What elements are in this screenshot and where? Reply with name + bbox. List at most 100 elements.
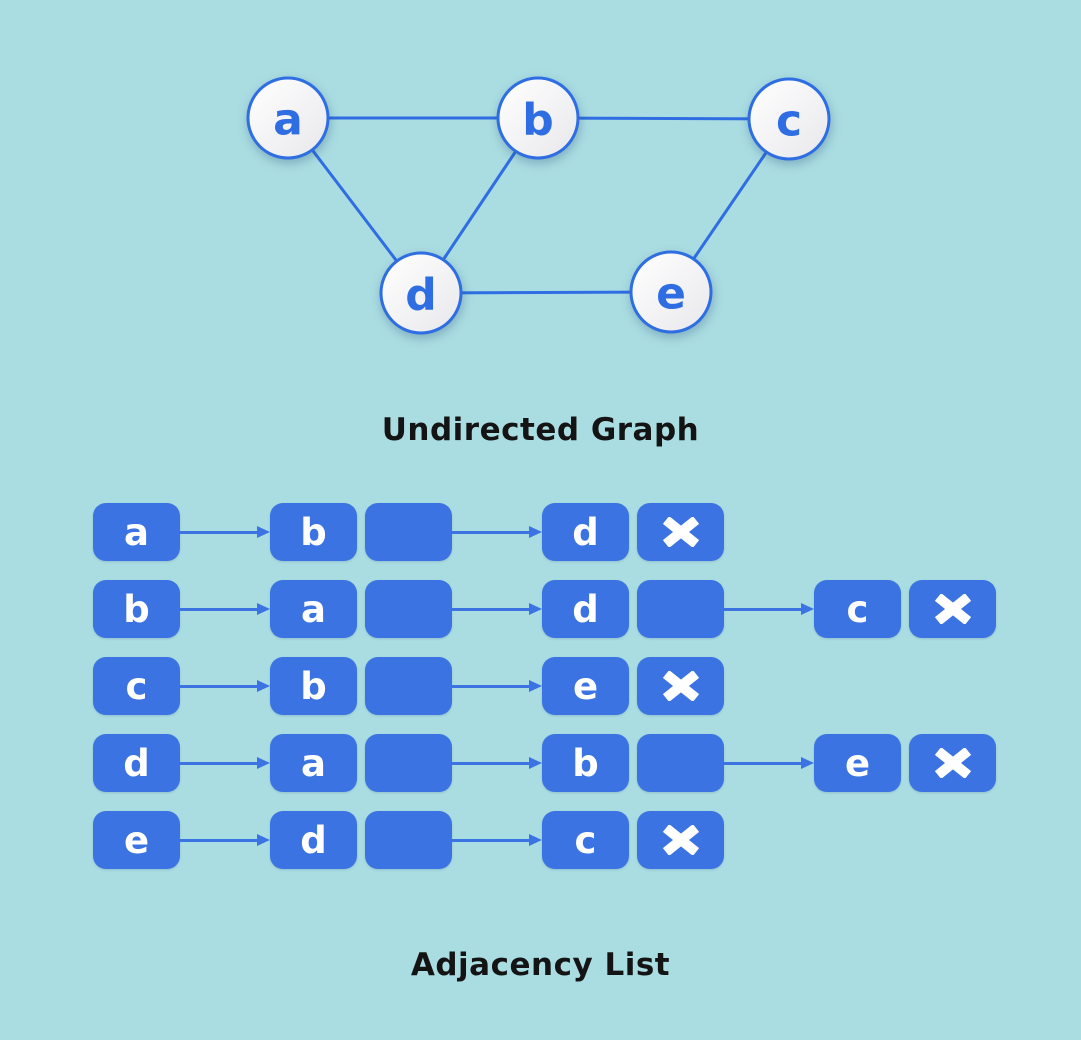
arrow-shaft <box>180 761 257 765</box>
list-node-value-box: d <box>542 503 629 561</box>
node-letter: c <box>846 587 869 631</box>
node-letter: b <box>572 741 599 785</box>
graph-node-circle <box>747 77 831 161</box>
arrow-head <box>529 603 542 615</box>
pointer-arrow-icon <box>724 603 814 615</box>
null-x-icon <box>662 825 699 855</box>
arrow-head <box>257 526 270 538</box>
graph-node-label: c <box>776 96 802 147</box>
graph-node-c: c <box>747 77 831 161</box>
arrow-shaft <box>452 684 529 688</box>
null-x-icon <box>934 594 971 624</box>
pointer-arrow-icon <box>724 757 814 769</box>
graph-node-label: a <box>273 95 303 146</box>
arrow-head <box>257 834 270 846</box>
list-node-pointer-box <box>637 580 724 638</box>
pointer-arrow-icon <box>452 526 542 538</box>
list-node-value-box: b <box>542 734 629 792</box>
arrow-head <box>257 757 270 769</box>
pointer-arrow-icon <box>452 680 542 692</box>
arrow-shaft <box>452 838 529 842</box>
list-node-null-box <box>637 503 724 561</box>
pointer-arrow-icon <box>180 757 270 769</box>
node-letter: a <box>124 510 149 554</box>
list-node-value-box: e <box>542 657 629 715</box>
arrow-head <box>529 834 542 846</box>
node-letter: d <box>572 510 599 554</box>
undirected-graph-figure: a b c d e <box>246 76 831 335</box>
graph-node-d: d <box>379 251 463 335</box>
node-letter: a <box>301 741 326 785</box>
list-node-pointer-box <box>365 734 452 792</box>
arrow-head <box>801 603 814 615</box>
null-x-icon <box>662 517 699 547</box>
arrow-head <box>257 603 270 615</box>
arrow-shaft <box>180 607 257 611</box>
head-node-box: a <box>93 503 180 561</box>
head-node-box: e <box>93 811 180 869</box>
pointer-arrow-icon <box>180 603 270 615</box>
list-node-pointer-box <box>365 811 452 869</box>
node-letter: b <box>300 664 327 708</box>
list-node-value-box: a <box>270 734 357 792</box>
arrow-head <box>801 757 814 769</box>
graph-node-b: b <box>496 76 580 160</box>
node-letter: b <box>123 587 150 631</box>
graph-node-circle <box>496 76 580 160</box>
list-node-value-box: e <box>814 734 901 792</box>
head-node-box: c <box>93 657 180 715</box>
graph-node-e: e <box>629 250 713 334</box>
node-letter: c <box>574 818 597 862</box>
list-node-null-box <box>637 811 724 869</box>
node-letter: e <box>123 818 150 862</box>
graph-node-circle <box>379 251 463 335</box>
arrow-head <box>257 680 270 692</box>
list-node-null-box <box>909 734 996 792</box>
graph-node-circle <box>629 250 713 334</box>
arrow-shaft <box>452 607 529 611</box>
arrow-shaft <box>724 607 801 611</box>
node-letter: a <box>301 587 326 631</box>
arrow-head <box>529 680 542 692</box>
arrow-head <box>529 757 542 769</box>
node-letter: b <box>300 510 327 554</box>
list-node-value-box: c <box>542 811 629 869</box>
node-letter: e <box>572 664 599 708</box>
list-node-value-box: c <box>814 580 901 638</box>
null-x-icon <box>934 748 971 778</box>
graph-edge-d-e <box>420 290 672 295</box>
arrow-shaft <box>452 761 529 765</box>
list-node-pointer-box <box>637 734 724 792</box>
pointer-arrow-icon <box>180 834 270 846</box>
list-node-pointer-box <box>365 503 452 561</box>
graph-node-label: e <box>656 269 686 320</box>
list-node-pointer-box <box>365 657 452 715</box>
list-node-value-box: d <box>542 580 629 638</box>
node-letter: d <box>572 587 599 631</box>
list-node-pointer-box <box>365 580 452 638</box>
arrow-shaft <box>724 761 801 765</box>
list-node-value-box: d <box>270 811 357 869</box>
list-node-null-box <box>909 580 996 638</box>
arrow-shaft <box>180 684 257 688</box>
arrow-head <box>529 526 542 538</box>
graph-node-circle <box>246 76 330 160</box>
pointer-arrow-icon <box>452 834 542 846</box>
pointer-arrow-icon <box>180 680 270 692</box>
adjacency-list-title: Adjacency List <box>410 946 671 983</box>
list-node-value-box: a <box>270 580 357 638</box>
node-letter: c <box>125 664 148 708</box>
graph-node-a: a <box>246 76 330 160</box>
list-node-null-box <box>637 657 724 715</box>
head-node-box: b <box>93 580 180 638</box>
arrow-shaft <box>452 530 529 534</box>
arrow-shaft <box>180 838 257 842</box>
node-letter: d <box>123 741 150 785</box>
